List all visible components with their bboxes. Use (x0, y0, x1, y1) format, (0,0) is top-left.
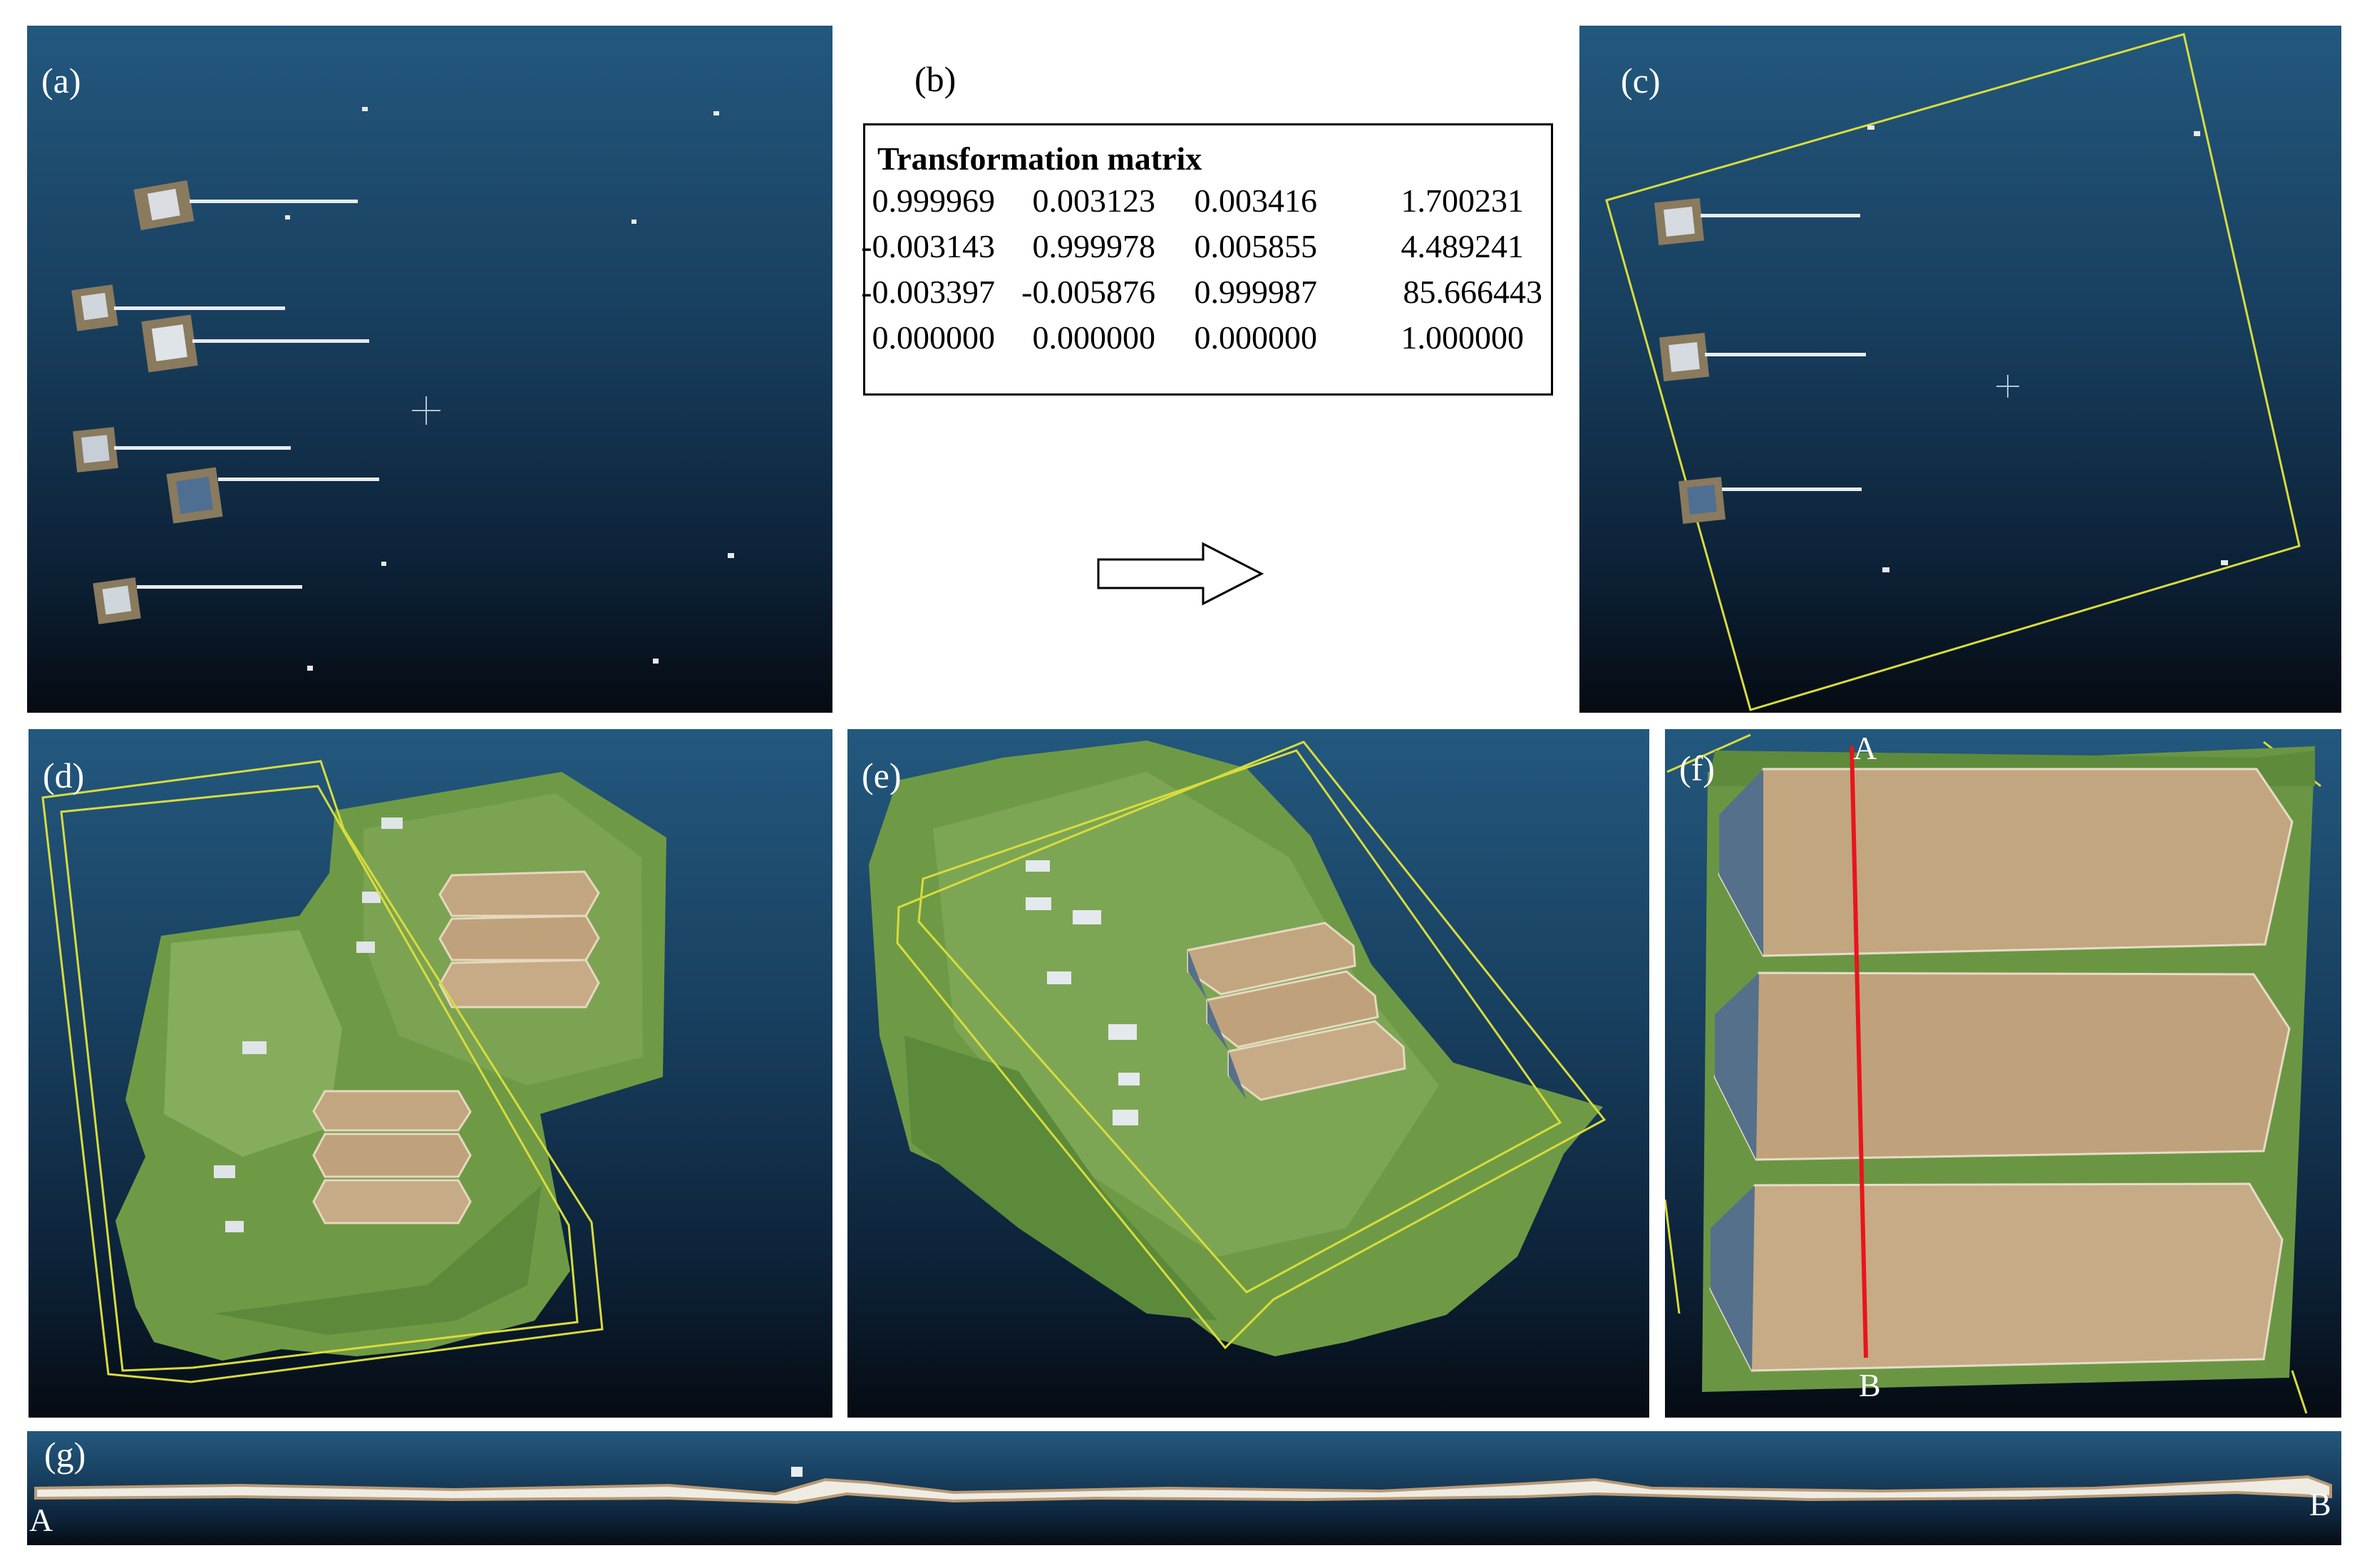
matrix-title: Transformation matrix (877, 140, 1202, 177)
panel-f-section-view: (f) A B (1665, 729, 2341, 1418)
panel-c-registered-point-cloud: (c) (1579, 26, 2341, 713)
matrix-cell: 1.700231 (1401, 182, 1525, 219)
panel-g-section-profile: (g) A B (27, 1431, 2341, 1545)
bounding-box (1605, 33, 2301, 711)
section-profile (34, 1467, 2332, 1505)
matrix-cell: 4.489241 (1401, 228, 1525, 264)
isolated-points (1867, 125, 2228, 572)
vegetation-area (869, 741, 1603, 1356)
section-start-label: A (1853, 730, 1877, 766)
matrix-cell: 0.999978 (1032, 228, 1156, 264)
panel-d-point-cloud-view (41, 760, 666, 1383)
sensor-mark (791, 1467, 803, 1477)
profile-ground (34, 1475, 2332, 1505)
panel-a-point-cloud-view (71, 107, 734, 671)
panel-e-label: (e) (862, 755, 902, 795)
sheds (214, 817, 403, 1232)
matrix-cell: 0.999987 (1194, 274, 1318, 310)
scan-station-2 (1659, 332, 1866, 382)
greenhouse-bed-2 (1713, 971, 2291, 1161)
matrix-cell: -0.003143 (861, 228, 995, 264)
scan-station-3 (141, 314, 369, 373)
scan-station-1 (1654, 197, 1860, 246)
matrix-cell: -0.005876 (1021, 274, 1155, 310)
matrix-cell: 1.000000 (1401, 319, 1525, 356)
matrix-cell: 0.003416 (1194, 182, 1318, 219)
matrix-row-1: 0.999969 0.003123 0.003416 1.700231 (865, 182, 1551, 227)
greenhouse-roof-upper (438, 870, 600, 1009)
bounding-box (41, 760, 604, 1383)
greenhouse-roof-lower (312, 1090, 472, 1224)
matrix-cell: 0.000000 (1194, 319, 1318, 356)
panel-c-point-cloud-view (1605, 33, 2301, 711)
scan-station-4 (73, 427, 291, 473)
matrix-cell: 85.666443 (1403, 274, 1543, 310)
matrix-cell: 0.003123 (1032, 182, 1156, 219)
matrix-row-2: -0.003143 0.999978 0.005855 4.489241 (861, 227, 1551, 273)
panel-d-colored-point-cloud: (d) (29, 729, 832, 1418)
section-line (1850, 746, 1868, 1358)
right-arrow-icon (1097, 542, 1264, 606)
crosshair-icon (1996, 375, 2019, 398)
greenhouse-bed-1 (1718, 768, 2294, 957)
panel-c-label: (c) (1621, 61, 1661, 100)
matrix-cell: 0.000000 (872, 319, 996, 356)
sheds (1026, 860, 1140, 1125)
panel-e-point-cloud-view (869, 741, 1607, 1356)
panel-a-label: (a) (41, 61, 81, 100)
panel-b-transformation: (b) Transformation matrix 0.999969 0.003… (848, 26, 1568, 713)
matrix-cell: -0.003397 (861, 274, 995, 310)
bounding-box (896, 741, 1607, 1350)
vegetation-area (115, 772, 666, 1361)
crosshair-icon (412, 396, 440, 425)
panel-f-label: (f) (1679, 748, 1715, 788)
matrix-cell: 0.005855 (1194, 228, 1318, 264)
matrix-row-4: 0.000000 0.000000 0.000000 1.000000 (865, 319, 1551, 364)
profile-start-label: A (29, 1502, 53, 1538)
section-end-label: B (1859, 1367, 1881, 1403)
greenhouse-bed-3 (1709, 1182, 2284, 1372)
matrix-row-3: -0.003397 -0.005876 0.999987 85.666443 (861, 273, 1551, 319)
panel-e-oblique-point-cloud: (e) (847, 729, 1649, 1418)
greenhouse-roofs (1187, 922, 1406, 1101)
scan-station-5 (166, 467, 379, 524)
scan-station-2 (71, 284, 285, 331)
panel-f-point-cloud-view (1665, 733, 2321, 1414)
scan-station-1 (133, 180, 358, 231)
panel-a-source-point-cloud: (a) (27, 26, 832, 713)
panel-d-label: (d) (43, 755, 85, 795)
isolated-points (285, 107, 734, 671)
matrix-cell: 0.999969 (872, 182, 996, 219)
matrix-cell: 0.000000 (1032, 319, 1156, 356)
scan-station-3 (1678, 477, 1862, 524)
panel-g-label: (g) (44, 1435, 86, 1475)
panel-b-label: (b) (914, 59, 956, 99)
profile-end-label: B (2309, 1486, 2331, 1522)
scan-station-6 (93, 577, 302, 624)
transformation-matrix-box: Transformation matrix 0.999969 0.003123 … (861, 123, 1553, 396)
